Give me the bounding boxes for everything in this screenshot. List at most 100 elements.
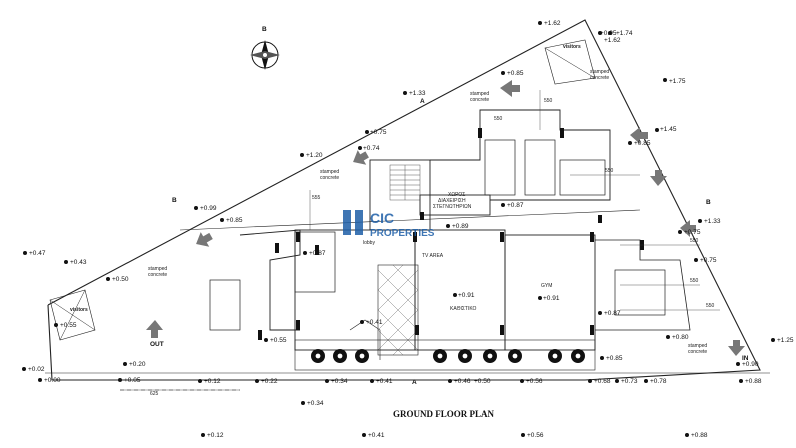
elev-label: +0.50 [474,378,491,385]
dimension-label: 625 [150,391,159,397]
elev-label: +1.45 [660,126,677,133]
area-label: concrete [320,175,339,181]
elev-label: +1.33 [409,90,426,97]
compass-label: B [262,26,267,33]
area-label: stamped [320,169,339,175]
room-label-gym: GYM [541,283,552,289]
elev-label: +0.46 [454,378,471,385]
elev-label: +0.73 [621,378,638,385]
area-label: stamped [148,266,167,272]
elev-label: +1.62 [604,37,621,44]
room-label-management: ΔΙΑΧΕΙΡΙΣΗ [438,198,466,204]
elev-label: +0.87 [507,202,524,209]
stairs [389,164,421,201]
elev-label: +0.12 [207,432,224,439]
compass-rose-icon [250,40,280,70]
elev-label: +0.85 [606,355,623,362]
building-walls [179,109,691,360]
elev-label: +1.62 [544,20,561,27]
room-label-management: ΧΩΡΟΣ [448,192,465,198]
elev-label: +0.34 [307,400,324,407]
section-mark: B [172,197,177,204]
room-label-lobby: lobby [363,240,375,246]
elev-label: +0.90 [742,361,759,368]
elev-label: +0.95 [600,30,617,37]
dimension-label: 550 [690,278,699,284]
columns [258,128,644,340]
planter-row [294,339,596,371]
area-label: stamped [688,343,707,349]
elev-label: +0.34 [331,378,348,385]
elev-label: +0.85 [634,140,651,147]
visitors-label: visitors [563,44,581,50]
watermark-logo: CIC PROPERTIES [343,210,435,239]
elev-label: +0.75 [370,129,387,136]
elev-label: +0.91 [543,295,560,302]
elev-label: +0.20 [129,361,146,368]
section-mark: A [412,379,417,386]
elev-label: +0.75 [700,257,717,264]
elev-label: +0.50 [112,276,129,283]
elev-label: +0.55 [270,337,287,344]
elev-label: +0.68 [594,378,611,385]
area-label: concrete [148,272,167,278]
dimension-label: 550 [544,98,553,104]
elev-label: +0.89 [452,223,469,230]
elev-label: +0.43 [70,259,87,266]
elev-label: +0.41 [366,319,383,326]
elev-label: +0.12 [204,378,221,385]
section-mark: A [420,98,425,105]
elev-label: +0.47 [29,250,46,257]
elev-label: +0.56 [527,432,544,439]
elev-label: +0.22 [261,378,278,385]
visitors-parking-top [544,39,596,85]
elev-label: +0.00 [44,377,61,384]
area-label: concrete [470,97,489,103]
drawing-title: GROUND FLOOR PLAN [393,409,495,419]
elev-label: +0.41 [376,378,393,385]
elev-label: +0.80 [672,334,689,341]
elev-label: +0.78 [650,378,667,385]
elevation-markers [22,21,775,437]
elev-label: +0.55 [60,322,77,329]
elev-label: +1.75 [669,78,686,85]
dimension-label: 550 [494,116,503,122]
dimension-label: 550 [706,303,715,309]
elev-label: +0.41 [368,432,385,439]
watermark-sub: PROPERTIES [370,228,435,239]
elev-label: +0.99 [200,205,217,212]
room-label-tv-area: TV AREA [422,253,444,259]
watermark-brand: CIC [370,210,394,226]
dimension-label: 550 [690,238,699,244]
elev-label: +1.25 [777,337,794,344]
elev-label: +0.56 [526,378,543,385]
elev-label: +0.75 [684,229,701,236]
area-label: concrete [590,75,609,81]
elev-label: +0.05 [124,377,141,384]
area-label: stamped [470,91,489,97]
elev-label: +0.74 [363,145,380,152]
visitors-parking-left [49,289,96,341]
room-label-kathistiko: ΚΑΘΙΣΤΙΚΟ [450,306,477,312]
area-label: concrete [688,349,707,355]
area-label: stamped [590,69,609,75]
elev-label: +0.02 [28,366,45,373]
elev-label: +0.88 [691,432,708,439]
dimension-lines [120,90,720,391]
section-mark: B [706,199,711,206]
elev-label: +0.87 [604,310,621,317]
dimension-label: 555 [312,195,321,201]
exit-label: OUT [150,341,164,348]
room-label-management: ΣΤΕΓΝΩΤΗΡΙΩΝ [433,204,472,210]
elev-label: +0.88 [745,378,762,385]
lobby-tiles [377,264,419,356]
elev-label: +1.20 [306,152,323,159]
elev-label: +0.91 [458,292,475,299]
elev-label: +0.87 [309,250,326,257]
elev-label: +0.85 [507,70,524,77]
dimension-label: 550 [605,168,614,174]
elev-label: +1.74 [616,30,633,37]
entry-label: IN [742,355,749,362]
